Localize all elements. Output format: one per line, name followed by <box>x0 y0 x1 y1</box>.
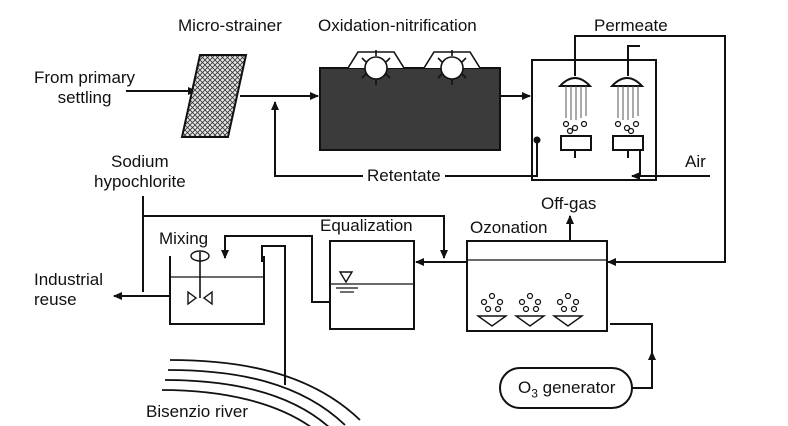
o3-suffix: generator <box>537 378 616 397</box>
label-retentate: Retentate <box>363 166 445 186</box>
mixing-tank <box>169 250 265 325</box>
label-bisenzio-river: Bisenzio river <box>146 402 249 421</box>
hypochlorite-line <box>142 196 448 259</box>
label-ozonation: Ozonation <box>470 218 548 237</box>
permeate-line-b <box>627 45 640 76</box>
oxidation-tank <box>319 50 501 151</box>
equalization-tank <box>329 240 415 330</box>
label-mixing: Mixing <box>159 229 209 248</box>
bisenzio-river <box>161 359 361 426</box>
aerator-right <box>423 50 481 85</box>
permeate-line-a <box>574 35 726 266</box>
equalization-to-mixing-line <box>221 235 330 303</box>
micro-strainer <box>180 54 248 138</box>
o3-generator <box>499 367 633 409</box>
label-equalization: Equalization <box>320 216 413 235</box>
label-o3-generator: O3 generator <box>518 378 615 403</box>
label-sodium-hypochlorite: Sodium hypochlorite <box>94 152 186 191</box>
label-industrial-reuse: Industrial reuse <box>34 270 103 309</box>
label-oxidation-nitrification: Oxidation-nitrification <box>318 16 477 35</box>
o3-subscript: 3 <box>531 386 538 401</box>
label-off-gas: Off-gas <box>541 194 597 213</box>
ozonation-tank <box>466 240 608 332</box>
river-line <box>261 245 286 385</box>
label-from-primary-settling: From primary settling <box>34 68 136 107</box>
retentate-outlet-dot <box>533 136 541 144</box>
label-permeate: Permeate <box>594 16 668 35</box>
label-air: Air <box>685 152 706 171</box>
aerator-left <box>347 50 405 85</box>
o3-prefix: O <box>518 378 532 397</box>
label-micro-strainer: Micro-strainer <box>178 16 282 35</box>
membrane-unit <box>531 59 657 181</box>
